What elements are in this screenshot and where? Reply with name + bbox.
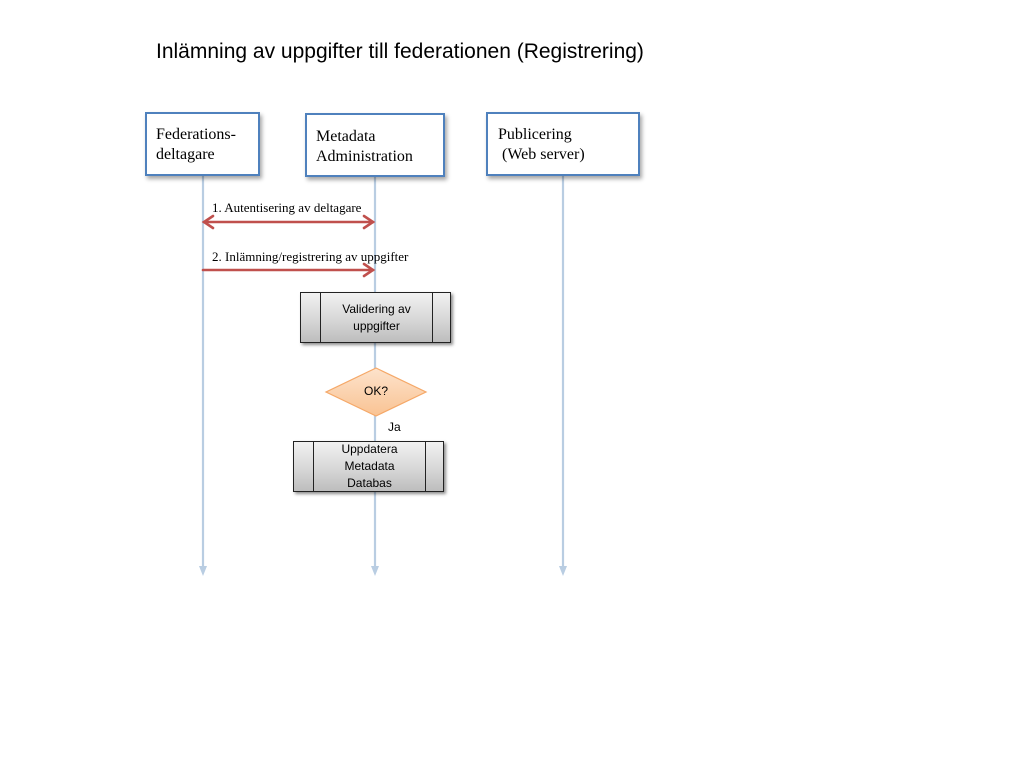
actor-federationsdeltagare: Federations- deltagare <box>145 112 260 176</box>
decision-yes-label: Ja <box>388 420 401 434</box>
message-label-autentisering: 1. Autentisering av deltagare <box>212 200 362 215</box>
decision-diamond <box>324 367 428 417</box>
message-label-inlamning: 2. Inlämning/registrering av uppgifter <box>212 249 409 264</box>
process-uppdatera-line2: Metadata <box>344 459 395 473</box>
actor-label-line2: deltagare <box>156 146 215 163</box>
process-uppdatera-line3: Databas <box>347 476 392 490</box>
process-uppdatera-line1: Uppdatera <box>341 442 398 456</box>
process-validering-line2: uppgifter <box>353 318 400 333</box>
actor-label-line1: Federations- <box>156 126 236 143</box>
actor-metadata-administration: Metadata Administration <box>305 113 445 177</box>
process-validering: Validering av uppgifter <box>300 292 451 343</box>
message-arrow-inlamning <box>201 262 376 278</box>
page-title: Inlämning av uppgifter till federationen… <box>156 40 644 63</box>
decision-label: OK? <box>363 384 388 398</box>
actor-publicering: Publicering (Web server) <box>486 112 640 176</box>
actor-label-line2: Administration <box>316 148 413 165</box>
process-uppdatera-databas: Uppdatera Metadata Databas <box>293 441 444 492</box>
process-validering-line1: Validering av <box>342 301 411 316</box>
actor-label-line1: Metadata <box>316 128 376 145</box>
message-arrow-autentisering <box>201 214 376 230</box>
actor-label-line2: (Web server) <box>498 146 585 163</box>
actor-label-line1: Publicering <box>498 126 572 143</box>
